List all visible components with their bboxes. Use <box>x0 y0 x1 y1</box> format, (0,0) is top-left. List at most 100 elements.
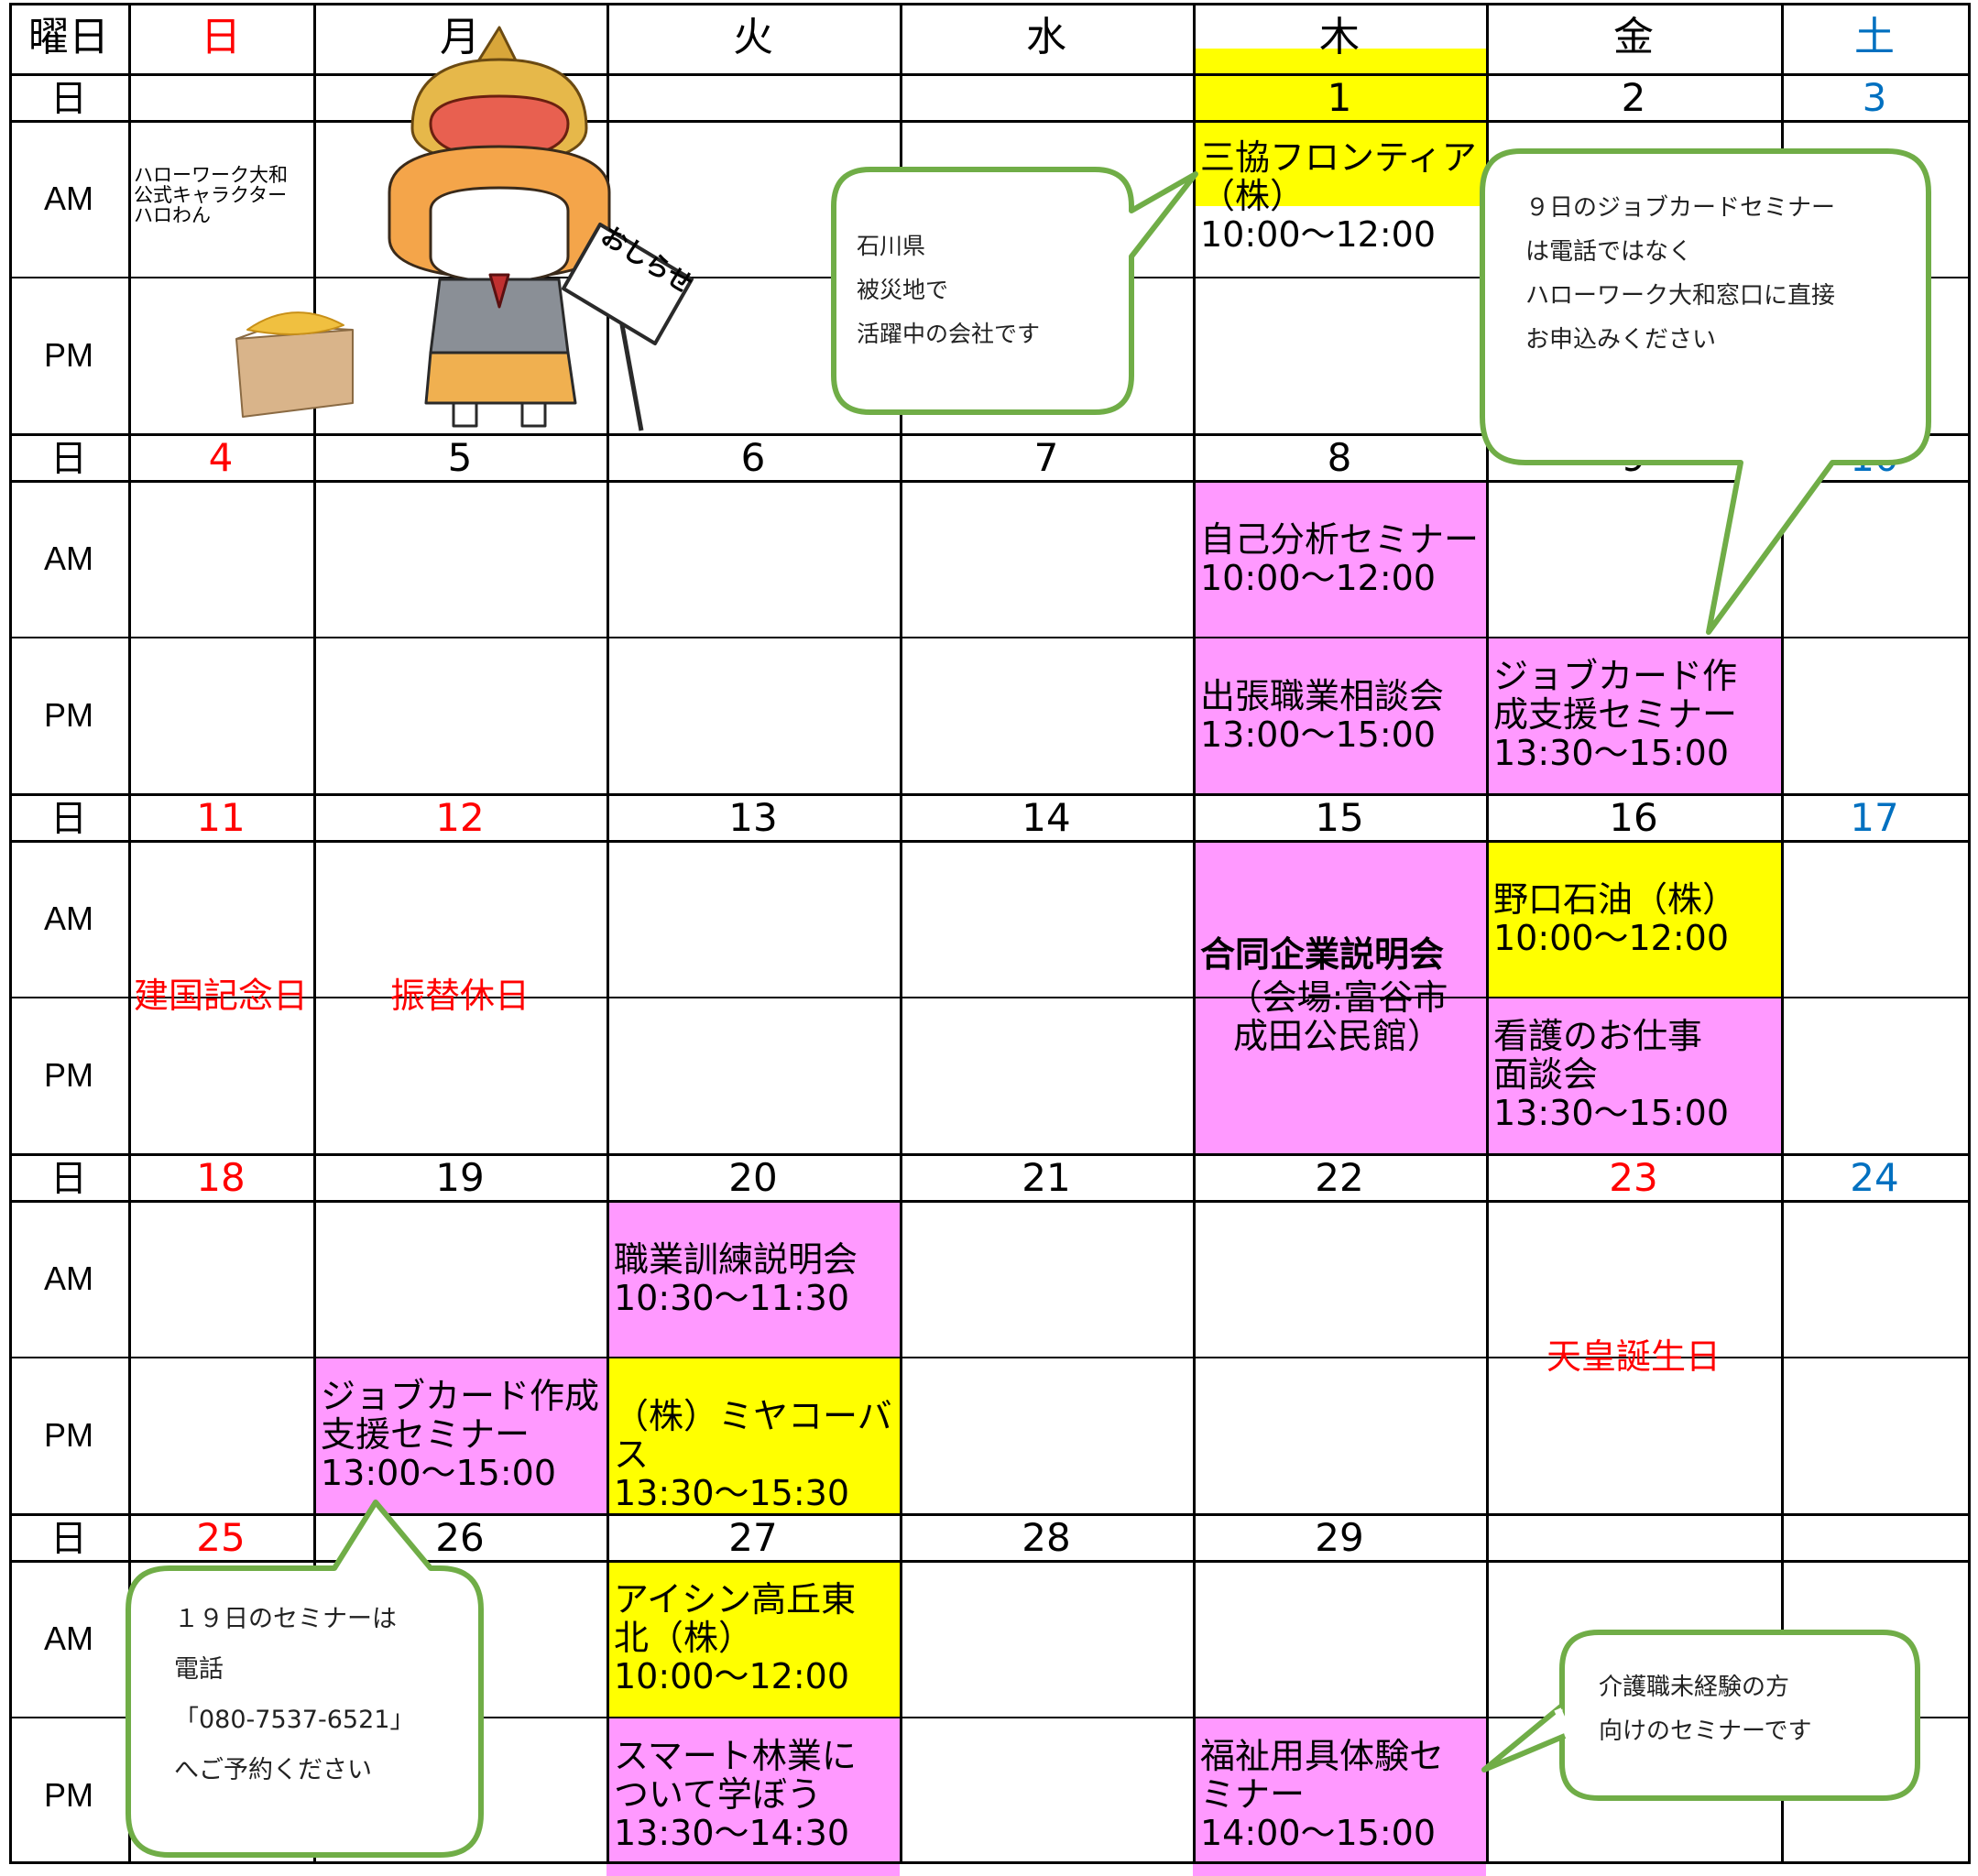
date-number: 20 <box>728 1155 778 1200</box>
date-number: 25 <box>196 1515 246 1560</box>
header-day-6: 土 <box>1854 14 1895 60</box>
date-number: 13 <box>728 795 778 840</box>
date-number: 28 <box>1022 1515 1071 1560</box>
date-number: 26 <box>435 1515 485 1560</box>
event-cell-bg <box>1486 841 1781 998</box>
grid-line <box>9 120 1968 123</box>
grid-line <box>9 73 1968 76</box>
event-shokugyo-kunren: 職業訓練説明会 10:30～11:30 <box>614 1239 858 1318</box>
event-cell-bg <box>607 1718 900 1876</box>
date-number: 5 <box>447 435 473 480</box>
tie-icon <box>488 273 510 309</box>
speech-bubble-jobcard9 <box>1480 148 1931 635</box>
grid-line-dotted <box>9 997 1968 998</box>
grid-line <box>607 3 609 1864</box>
bubble-text-jobcard9: ９日のジョブカードセミナー は電話ではなく ハローワーク大和窓口に直接 お申込み… <box>1525 194 1836 354</box>
grid-line <box>9 433 1968 436</box>
date-number: 14 <box>1022 795 1071 840</box>
date-number: 23 <box>1609 1155 1658 1200</box>
event-aisin: アイシン高丘東北（株） 10:00～12:00 <box>614 1579 857 1696</box>
date-number: 15 <box>1315 795 1364 840</box>
grid-line <box>9 3 12 1864</box>
event-jiko-bunseki: 自己分析セミナー 10:00～12:00 <box>1200 519 1480 598</box>
bubble-text-ishikawa: 石川県 被災地で 活躍中の会社です <box>857 233 1041 347</box>
row-label-day: 日 <box>50 78 87 120</box>
mascot-caption: ハローワーク大和 公式キャラクター ハロわん <box>134 164 288 226</box>
date-number: 17 <box>1850 795 1899 840</box>
event-godo-kigyo: 合同企業説明会 <box>1200 934 1445 975</box>
row-label-pm: PM <box>44 695 93 734</box>
date-number: 3 <box>1862 75 1887 120</box>
grid-line-dotted <box>9 637 1968 638</box>
date-number: 1 <box>1327 75 1352 120</box>
row-label-day: 日 <box>50 1518 87 1560</box>
date-number: 2 <box>1621 75 1646 120</box>
grid-line <box>9 840 1968 843</box>
row-label-am: AM <box>44 539 93 577</box>
grid-line <box>9 1200 1968 1203</box>
row-label-pm: PM <box>44 335 93 374</box>
event-cell-bg <box>1486 998 1781 1156</box>
tail-mask <box>1554 1707 1572 1735</box>
sign-board-icon <box>562 223 694 345</box>
mascot-face <box>429 186 570 284</box>
grid-line <box>1781 3 1784 1864</box>
row-label-am: AM <box>44 1619 93 1657</box>
event-cell-bg <box>1193 841 1486 1156</box>
date-number: 6 <box>740 435 766 480</box>
grid-line <box>9 1560 1968 1563</box>
date-number: 24 <box>1850 1155 1899 1200</box>
event-kango: 看護のお仕事 面談会 13:30～15:00 <box>1493 1016 1730 1133</box>
row-label-day: 日 <box>50 1158 87 1200</box>
grid-line-dotted <box>9 1357 1968 1358</box>
grid-line <box>9 480 1968 483</box>
event-smart-ringyo: スマート林業について学ぼう 13:30～14:30 <box>614 1736 857 1853</box>
holiday-kenkoku: 建国記念日 <box>133 976 308 1016</box>
mascot-leg <box>452 401 478 428</box>
header-day-1: 月 <box>440 14 480 60</box>
date-number: 27 <box>728 1515 778 1560</box>
grid-line <box>9 1861 1968 1864</box>
grid-line <box>1968 3 1971 1864</box>
bean-box-icon <box>235 329 354 418</box>
row-label-pm: PM <box>44 1055 93 1094</box>
header-day-2: 火 <box>733 14 773 60</box>
event-cell-bg <box>607 1201 900 1358</box>
speech-bubble-seminar19 <box>126 1500 484 1858</box>
date-number: 21 <box>1022 1155 1071 1200</box>
event-jobcard-19: ジョブカード作成支援セミナー 13:00～15:00 <box>321 1376 600 1493</box>
date-number: 19 <box>435 1155 485 1200</box>
header-day-4: 木 <box>1319 14 1360 60</box>
date-number: 8 <box>1327 435 1352 480</box>
grid-line <box>9 3 1968 5</box>
event-cell-bg <box>1193 1718 1486 1876</box>
date-number: 7 <box>1033 435 1059 480</box>
row-label-am: AM <box>44 899 93 937</box>
grid-line <box>128 3 131 1864</box>
event-cell-bg <box>607 1358 900 1516</box>
date-number: 11 <box>196 795 246 840</box>
speech-bubble-kaigo <box>1559 1630 1920 1801</box>
row-label-am: AM <box>44 1259 93 1297</box>
grid-line <box>9 1153 1968 1156</box>
header-day-0: 日 <box>201 14 241 60</box>
event-cell-bg <box>1193 481 1486 638</box>
grid-line <box>9 1513 1968 1516</box>
event-sankyo: 三協フロンティア（株） 10:00～12:00 <box>1200 137 1477 255</box>
grid-line <box>900 3 902 1864</box>
row-label-day: 日 <box>50 798 87 840</box>
grid-line <box>1486 3 1489 1864</box>
date-number: 12 <box>435 795 485 840</box>
holiday-furikae: 振替休日 <box>389 976 530 1016</box>
event-godo-venue: （会場:富谷市 成田公民館） <box>1227 977 1448 1056</box>
grid-line <box>1193 3 1196 1864</box>
bubble-text-kaigo: 介護職未経験の方 向けのセミナーです <box>1599 1674 1812 1745</box>
grid-line-dotted <box>9 1717 1968 1718</box>
grid-line <box>313 3 316 1864</box>
header-label-column: 曜日 <box>28 14 109 60</box>
beans-icon <box>246 311 344 335</box>
row-label-am: AM <box>44 179 93 217</box>
tiger-skirt-icon <box>424 351 577 405</box>
grid-line <box>9 793 1968 796</box>
